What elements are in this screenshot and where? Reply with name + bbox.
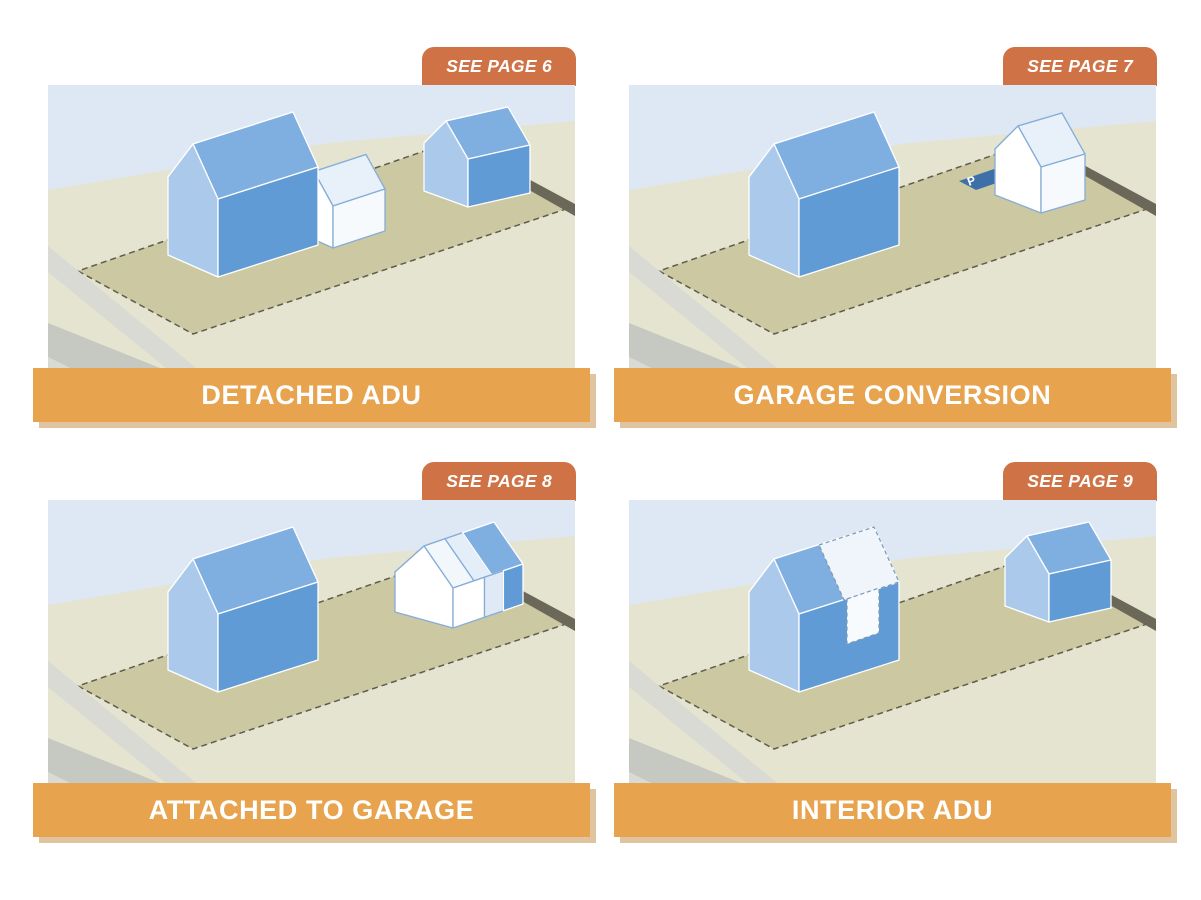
panel-title-banner: DETACHED ADU — [33, 368, 590, 422]
road — [629, 323, 741, 368]
see-page-tag-label: SEE PAGE 9 — [1027, 471, 1133, 491]
see-page-tag[interactable]: SEE PAGE 6 — [422, 47, 576, 86]
attached-to-garage-illustration — [48, 500, 575, 783]
panel-attached-to-garage: SEE PAGE 8 ATTACHED TO GARAGE — [33, 462, 590, 837]
panel-title-banner: ATTACHED TO GARAGE — [33, 783, 590, 837]
road-edge — [629, 772, 651, 783]
sidewalk — [629, 661, 777, 783]
detached-adu-illustration — [48, 85, 575, 368]
panel-detached-adu: SEE PAGE 6 DETACHED ADU — [33, 47, 590, 422]
house-front-wall — [467, 144, 531, 208]
scene-svg — [629, 500, 1156, 783]
street — [629, 246, 777, 368]
scene-svg — [48, 85, 575, 368]
interior-adu-roof-section — [818, 526, 900, 601]
road — [48, 323, 160, 368]
see-page-tag-label: SEE PAGE 8 — [446, 471, 552, 491]
see-page-tag[interactable]: SEE PAGE 9 — [1003, 462, 1157, 501]
house-front-wall — [483, 570, 505, 618]
house-front-wall — [332, 188, 386, 249]
scene-svg: P — [629, 85, 1156, 368]
converted-garage-adu — [994, 112, 1086, 214]
see-page-tag-label: SEE PAGE 7 — [1027, 56, 1133, 76]
panel-title: INTERIOR ADU — [791, 794, 994, 825]
house-front-wall — [217, 581, 319, 693]
road-edge — [48, 772, 70, 783]
neighbor-house — [423, 106, 531, 208]
sidewalk — [48, 661, 196, 783]
garage-conversion-illustration: P — [629, 85, 1156, 368]
main-house — [167, 111, 319, 278]
house-front-wall — [1040, 153, 1086, 214]
see-page-tag[interactable]: SEE PAGE 7 — [1003, 47, 1157, 86]
interior-adu-illustration — [629, 500, 1156, 783]
see-page-tag[interactable]: SEE PAGE 8 — [422, 462, 576, 501]
main-house — [167, 526, 319, 693]
street — [48, 661, 196, 783]
panel-title-banner: INTERIOR ADU — [614, 783, 1171, 837]
interior-adu-wall-section — [846, 587, 880, 645]
main-house-with-interior-adu — [748, 526, 900, 693]
house-front-wall — [217, 166, 319, 278]
adu-attached-to-garage — [394, 521, 524, 629]
road-edge — [629, 357, 651, 368]
panel-title: DETACHED ADU — [201, 379, 422, 410]
road — [48, 738, 160, 783]
scene-svg — [48, 500, 575, 783]
road — [629, 738, 741, 783]
panel-title-banner: GARAGE CONVERSION — [614, 368, 1171, 422]
panel-title: ATTACHED TO GARAGE — [148, 794, 475, 825]
street — [48, 246, 196, 368]
house-front-wall — [502, 563, 524, 612]
sidewalk — [629, 246, 777, 368]
panel-garage-conversion: SEE PAGE 7 P GARAGE CONVERSION — [614, 47, 1171, 422]
panel-title: GARAGE CONVERSION — [733, 379, 1052, 410]
street — [629, 661, 777, 783]
house-front-wall — [798, 166, 900, 278]
main-house — [748, 111, 900, 278]
house-front-wall — [1048, 559, 1112, 623]
see-page-tag-label: SEE PAGE 6 — [446, 56, 552, 76]
neighbor-house — [1004, 521, 1112, 623]
road-edge — [48, 357, 70, 368]
panel-interior-adu: SEE PAGE 9 INTERIOR ADU — [614, 462, 1171, 837]
sidewalk — [48, 246, 196, 368]
